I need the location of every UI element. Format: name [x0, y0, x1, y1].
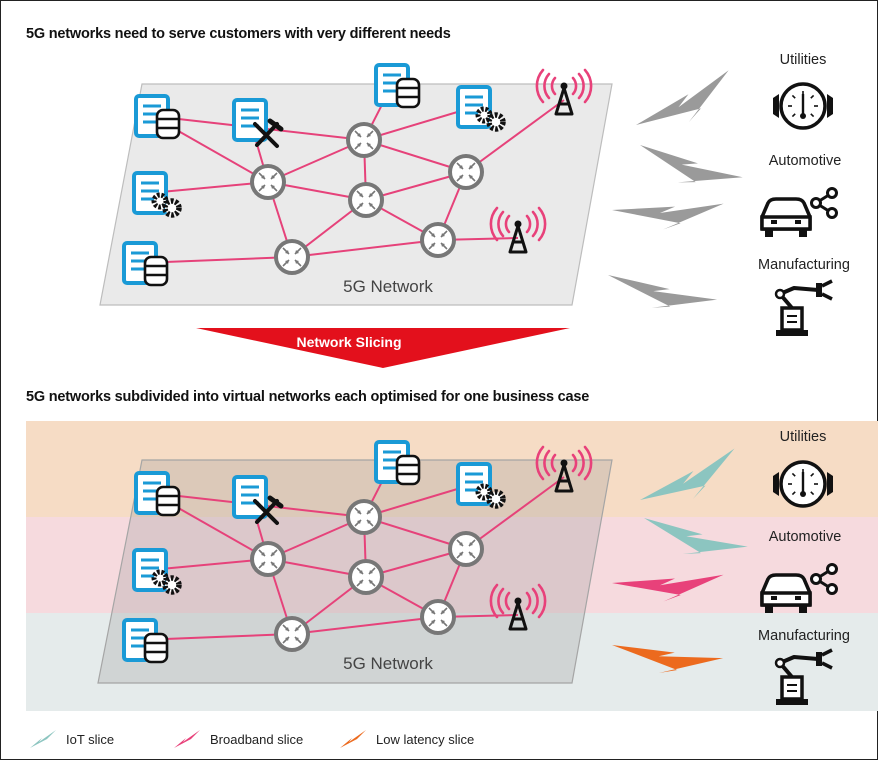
bolt-icon [30, 730, 56, 748]
router-icon [448, 531, 484, 567]
network-link [291, 239, 439, 258]
bolt-icon [174, 730, 200, 748]
network-link [465, 476, 565, 550]
customer-utilities-label: Utilities [780, 429, 827, 445]
legend-iot: IoT slice [28, 726, 114, 752]
customer-automotive-label: Automotive [769, 529, 842, 545]
server-storage-icon [376, 65, 419, 107]
network-link [363, 483, 475, 518]
car-share-icon [760, 186, 839, 239]
band-manufacturing [26, 613, 878, 711]
legend-broadband-label: Broadband slice [210, 731, 304, 747]
diagram-canvas: 5G Network Utilities Automotive Manufact… [26, 52, 878, 711]
network-link [465, 99, 565, 173]
customer-manufacturing-label: Manufacturing [758, 257, 850, 273]
router-icon [250, 164, 286, 200]
robot-arm-icon [774, 279, 834, 338]
network-label-bottom: 5G Network [343, 654, 433, 673]
legend-broadband: Broadband slice [172, 726, 303, 752]
bolt-automotive [632, 127, 743, 209]
customer-utilities-label: Utilities [780, 52, 827, 68]
bottom-panel: 5G Network Utilities Automotive Manufact… [26, 421, 878, 711]
gauge-icon [771, 82, 835, 130]
legend-iot-label: IoT slice [66, 731, 115, 747]
network-label-top: 5G Network [343, 277, 433, 296]
router-icon [250, 541, 286, 577]
bolt-icon [340, 730, 366, 748]
legend-low-latency-label: Low latency slice [376, 731, 475, 747]
network-link [363, 106, 475, 141]
heading-top: 5G networks need to serve customers with… [26, 26, 451, 42]
router-icon [346, 122, 382, 158]
network-slicing-banner: Network Slicing [196, 328, 570, 368]
network-link [291, 616, 439, 635]
network-link [149, 558, 269, 571]
router-icon [348, 182, 384, 218]
heading-bottom: 5G networks subdivided into virtual netw… [26, 389, 590, 405]
router-icon [346, 499, 382, 535]
bolt-manufacturing [602, 258, 718, 330]
bolt-utilities [629, 70, 741, 140]
router-icon [420, 599, 456, 635]
customer-automotive-label: Automotive [769, 153, 842, 169]
bolt-automotive-2 [610, 192, 724, 236]
router-icon [274, 616, 310, 652]
router-icon [448, 154, 484, 190]
router-icon [274, 239, 310, 275]
customer-manufacturing-label: Manufacturing [758, 628, 850, 644]
router-icon [420, 222, 456, 258]
router-icon [348, 559, 384, 595]
network-slicing-label: Network Slicing [296, 334, 401, 350]
legend-low-latency: Low latency slice [338, 726, 474, 752]
network-link [149, 181, 269, 194]
top-panel: 5G Network Utilities Automotive Manufact… [99, 52, 850, 338]
